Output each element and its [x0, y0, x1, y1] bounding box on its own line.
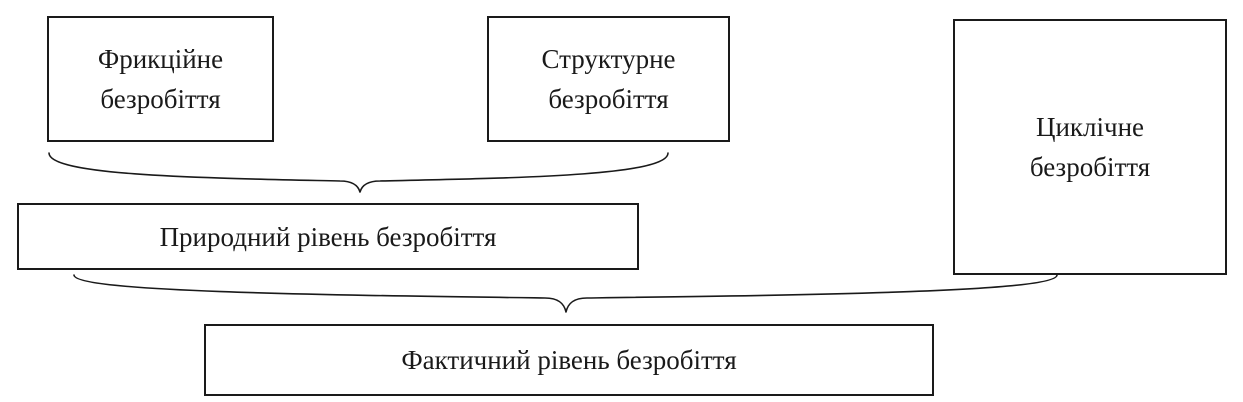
actual-unemployment-rate-box: Фактичний рівень безробіття [204, 324, 934, 396]
brace-natural-components [48, 152, 669, 193]
frictional-label-line1: Фрикційне [97, 44, 224, 74]
brace-actual-components [73, 274, 1058, 313]
natural-unemployment-rate-box: Природний рівень безробіття [17, 203, 639, 270]
cyclical-unemployment-box: Циклічне безробіття [953, 19, 1227, 275]
frictional-unemployment-box: Фрикційне безробіття [47, 16, 274, 142]
natural-rate-label: Природний рівень безробіття [159, 221, 497, 252]
structural-label-line2: безробіття [548, 84, 669, 114]
cyclical-label-line2: безробіття [1029, 152, 1151, 182]
structural-label-line1: Структурне [541, 44, 676, 74]
structural-unemployment-box: Структурне безробіття [487, 16, 730, 142]
actual-rate-label: Фактичний рівень безробіття [401, 345, 737, 375]
cyclical-label-line1: Циклічне [1035, 112, 1145, 142]
frictional-label-line2: безробіття [100, 84, 221, 114]
